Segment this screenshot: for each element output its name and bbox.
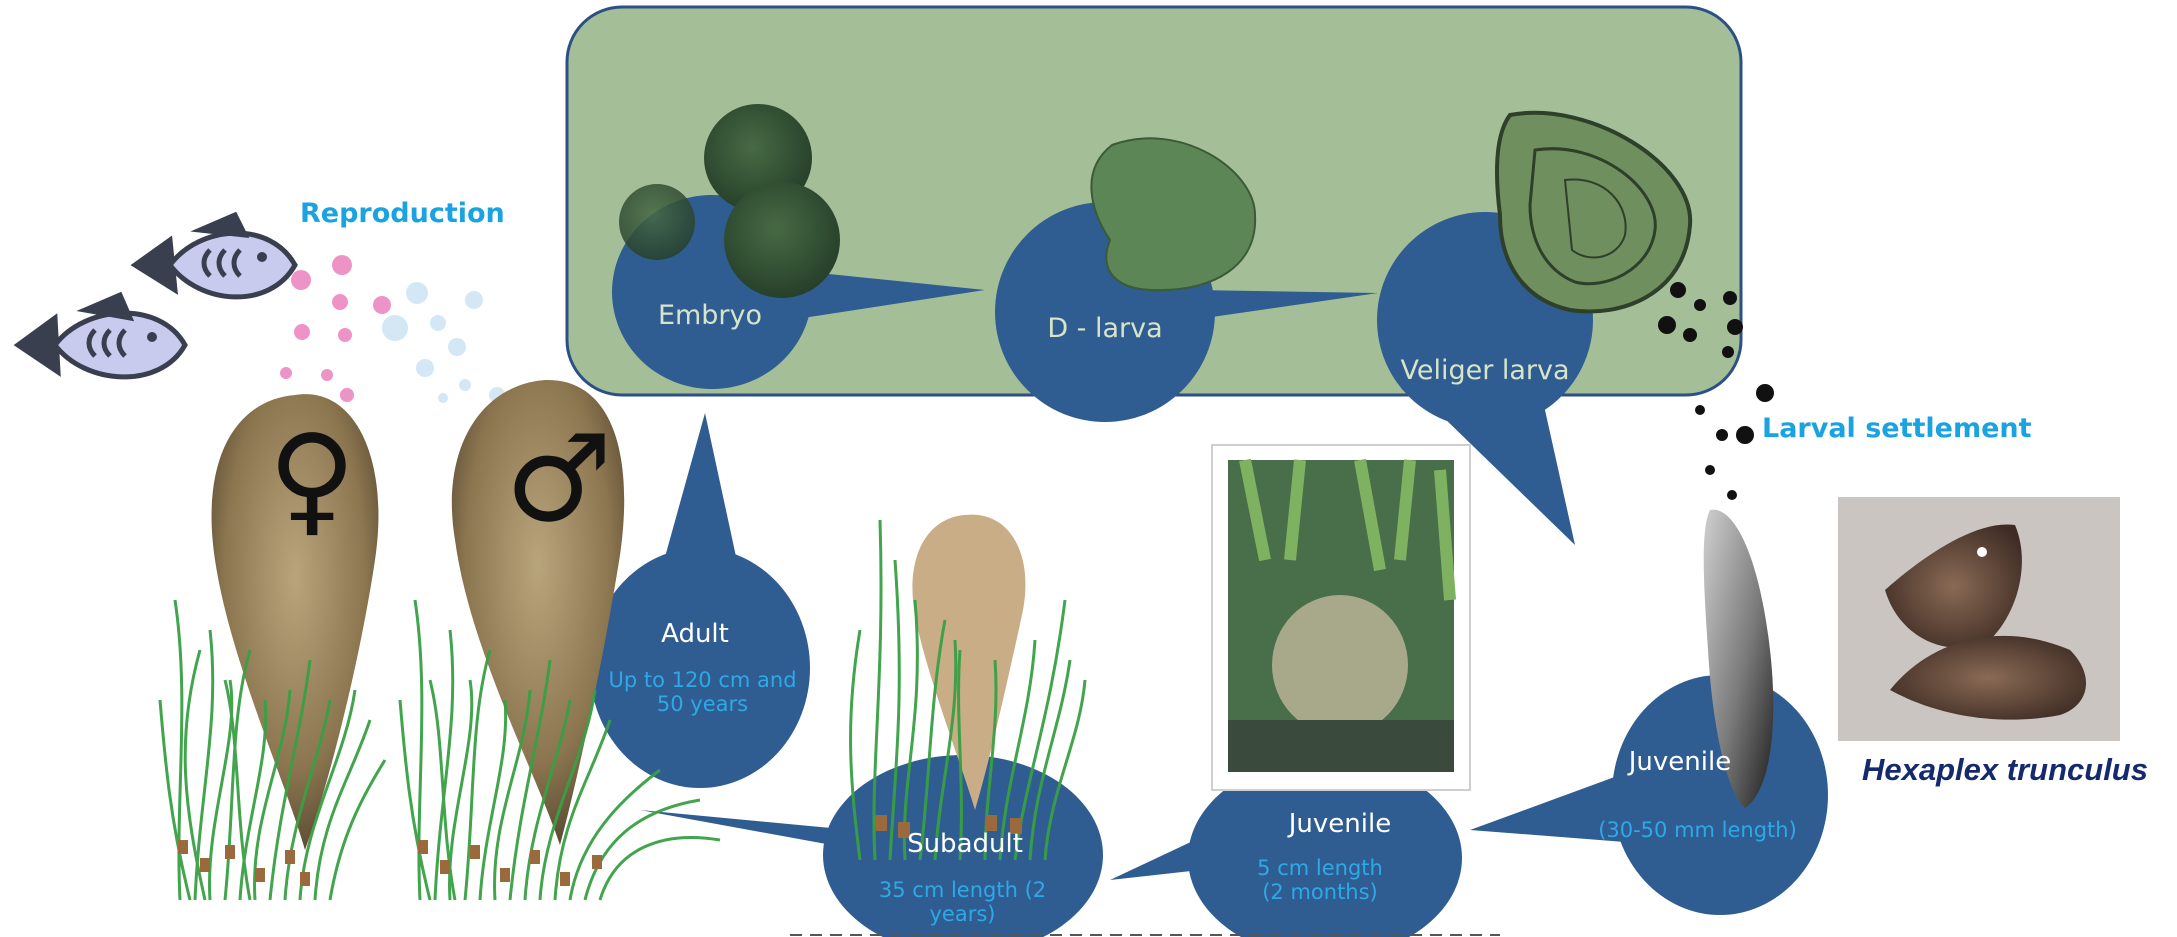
stage-label-juvenile-mid: Juvenile [1245, 810, 1435, 840]
stage-label-d-larva: D - larva [1020, 313, 1190, 344]
stage-label-juvenile-right: Juvenile [1585, 748, 1775, 778]
stage-label-subadult: Subadult [870, 830, 1060, 860]
male-symbol: ♂ [505, 420, 613, 540]
stage-desc-adult: Up to 120 cm and 50 years [600, 668, 805, 716]
female-symbol: ♀ [268, 420, 356, 540]
fish-icon [18, 295, 185, 377]
species-name: Hexaplex trunculus [1862, 752, 2148, 788]
stage-desc-subadult: 35 cm length (2 years) [860, 878, 1065, 926]
stage-label-adult: Adult [600, 620, 790, 650]
stage-desc-juvenile-mid: 5 cm length (2 months) [1225, 856, 1415, 904]
reproduction-label: Reproduction [300, 198, 505, 229]
stage-desc-juvenile-right: (30-50 mm length) [1585, 818, 1810, 842]
pointer-juvmid-to-subadult [1110, 840, 1200, 880]
fish-icon [135, 215, 295, 297]
gamete-bubbles [280, 255, 505, 403]
stage-label-veliger: Veliger larva [1385, 355, 1585, 386]
hexaplex-photo [1838, 497, 2120, 741]
stage-label-embryo: Embryo [630, 300, 790, 331]
larval-settlement-label: Larval settlement [1762, 413, 2032, 444]
pointer-adult-up [660, 413, 740, 575]
juvenile-photo [1212, 445, 1470, 790]
